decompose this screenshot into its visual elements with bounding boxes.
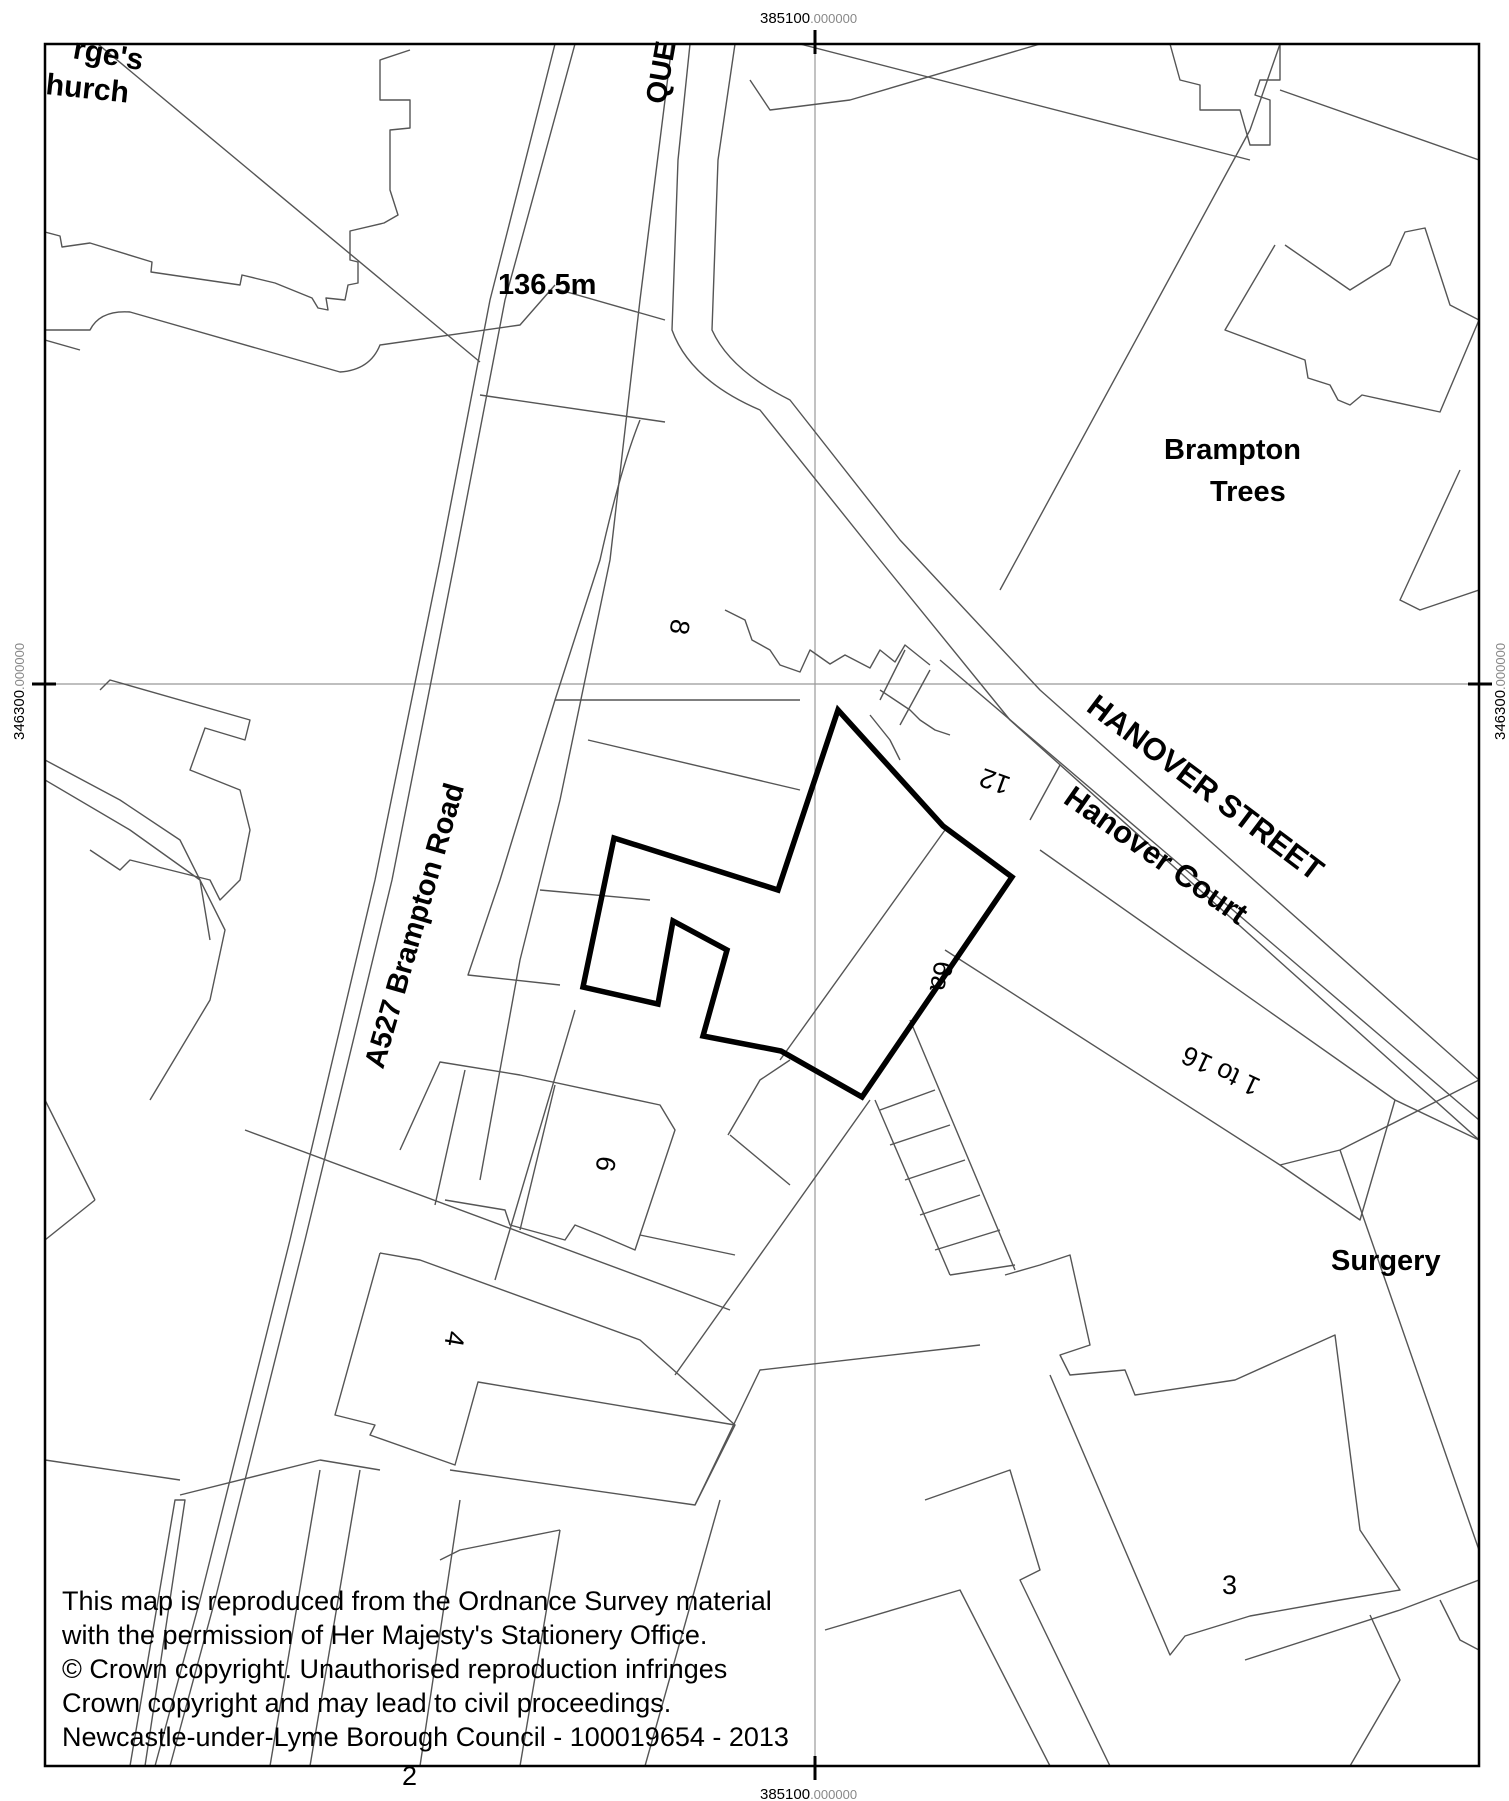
map-frame: [43, 42, 1481, 1768]
label-church-top: rge's: [71, 32, 146, 77]
label-queen-street: QUE: [640, 39, 682, 106]
label-brampton-trees-2: Trees: [1210, 476, 1286, 508]
label-house-3: 3: [1222, 1570, 1237, 1600]
northing-right: 346300.000000: [1492, 643, 1509, 740]
south-east-buildings: [824, 1254, 1479, 1766]
label-height: 136.5m: [498, 269, 596, 301]
church-building: [45, 44, 666, 423]
notice-line: Newcastle-under-Lyme Borough Council - 1…: [62, 1722, 789, 1752]
lower-plots: [129, 1344, 981, 1766]
label-surgery: Surgery: [1331, 1245, 1441, 1277]
label-house-8: 8: [663, 617, 695, 637]
label-house-2: 2: [402, 1761, 417, 1791]
northing-left: 346300.000000: [11, 643, 28, 740]
label-house-1to16: 1 to 16: [1177, 1040, 1265, 1102]
easting-bottom: 385100.000000: [760, 1786, 857, 1801]
stair-rungs: [874, 1019, 1016, 1276]
hanover-street-kerbs: [467, 44, 1479, 1141]
brampton-road-kerbs: [154, 44, 673, 1766]
notice-line: with the permission of Her Majesty's Sta…: [62, 1620, 708, 1650]
label-brampton-road: A527 Brampton Road: [359, 780, 471, 1072]
copyright-notice: This map is reproduced from the Ordnance…: [62, 1584, 882, 1754]
plot-9: [244, 1009, 871, 1376]
notice-line: © Crown copyright. Unauthorised reproduc…: [62, 1654, 728, 1684]
label-house-6: 6: [589, 1154, 621, 1174]
notice-line: This map is reproduced from the Ordnance…: [62, 1586, 772, 1616]
label-church-bottom: hurch: [44, 68, 130, 110]
plot-4: [45, 1099, 736, 1506]
west-outbuildings: [45, 679, 251, 1101]
brampton-trees-buildings: [749, 44, 1479, 611]
central-plots: [539, 609, 1479, 1551]
notice-line: Crown copyright and may lead to civil pr…: [62, 1688, 672, 1718]
easting-top: 385100.000000: [760, 10, 857, 27]
site-boundary: [579, 704, 1016, 1101]
label-hanover-street: HANOVER STREET: [1081, 688, 1330, 888]
label-house-4: 4: [438, 1329, 470, 1349]
label-house-12: 12: [976, 762, 1014, 800]
label-house-6a: 6a: [924, 959, 959, 995]
label-brampton-trees-1: Brampton: [1164, 434, 1301, 466]
